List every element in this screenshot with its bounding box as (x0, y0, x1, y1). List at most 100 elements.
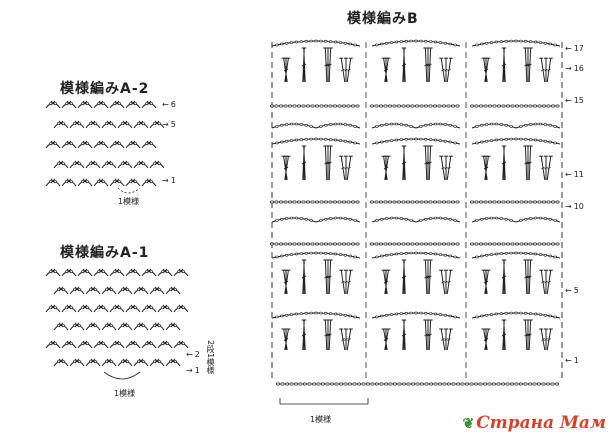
chain-stitch (505, 104, 511, 108)
chain-arc (125, 102, 141, 109)
chain-stitch (428, 312, 433, 315)
single-crochet-stitch (146, 140, 152, 146)
chain-stitch (414, 39, 418, 43)
stitch-cross-bar (347, 338, 351, 341)
chain-stitch (375, 141, 379, 145)
chain-stitch (343, 253, 348, 257)
stitch-cross-bar (528, 333, 532, 337)
chain-stitch (310, 200, 315, 204)
chain-stitch (523, 104, 529, 108)
chain-arc (271, 217, 317, 223)
chain-stitch (350, 242, 356, 246)
chain-stitch (353, 141, 357, 145)
chain-arc (125, 306, 141, 313)
single-crochet-stitch (74, 160, 80, 166)
chain-stitch (480, 217, 484, 221)
stitch-cross-bar (283, 338, 288, 341)
chain-stitch (319, 104, 324, 108)
chain-stitch (453, 315, 457, 319)
chain-stitch (405, 104, 411, 108)
b-repeat-label: 1模様 (310, 415, 332, 424)
chain-arc (415, 123, 461, 129)
chain-stitch (428, 123, 433, 126)
stitch-cross-bar (383, 338, 388, 341)
chain-arc (117, 162, 133, 169)
chain-stitch (325, 382, 330, 386)
chain-arc (315, 217, 361, 223)
chain-stitch (419, 104, 424, 108)
chain-stitch (348, 314, 352, 318)
chain-stitch (324, 123, 328, 127)
chain-arc (45, 270, 61, 277)
chain-stitch (504, 217, 508, 221)
chain-arc (77, 342, 93, 349)
chain-stitch (448, 42, 452, 46)
chain-stitch (505, 200, 511, 204)
chain-stitch (543, 41, 548, 45)
chain-stitch (514, 137, 518, 141)
chain-stitch (309, 251, 313, 255)
chain-stitch (319, 251, 323, 255)
chain-stitch (299, 312, 304, 315)
chain-stitch (555, 104, 560, 108)
chain-stitch (510, 200, 515, 204)
chain-arc (125, 270, 141, 277)
chain-stitch (314, 200, 320, 204)
chain-stitch (338, 216, 343, 220)
chain-stitch (328, 312, 333, 315)
a2-repeat-label: 1模様 (118, 197, 140, 206)
chain-stitch (394, 312, 399, 316)
stitch-cross-bar (347, 280, 351, 284)
stitch-cross-bar (324, 161, 328, 165)
chain-stitch (484, 123, 489, 126)
chain-stitch (394, 216, 399, 220)
chain-arc (109, 142, 125, 149)
chain-stitch (378, 242, 384, 246)
chain-stitch (450, 200, 456, 204)
chain-stitch (524, 137, 528, 141)
chain-arc (93, 102, 109, 109)
chain-stitch (338, 139, 343, 142)
chain-arc (515, 123, 561, 129)
a1-repeat-note: 2段1模様 (206, 340, 215, 375)
chain-arc (149, 162, 165, 169)
chain-arc (93, 270, 109, 277)
chain-stitch (319, 200, 324, 204)
chain-stitch (283, 200, 288, 204)
chain-arc (315, 123, 361, 129)
chain-stitch (484, 253, 489, 257)
chain-stitch (537, 104, 542, 108)
chain-stitch (374, 242, 379, 246)
stitch-cross-bar (383, 166, 388, 170)
chain-stitch (541, 104, 547, 108)
single-crochet-stitch (58, 358, 64, 364)
chain-stitch (324, 217, 328, 221)
chain-stitch (369, 104, 375, 108)
chain-stitch (316, 382, 321, 386)
chain-stitch (419, 242, 424, 246)
chain-stitch (519, 39, 523, 43)
stitch-cross-bar (347, 68, 351, 72)
chain-stitch (423, 200, 429, 204)
chain-arc (149, 288, 165, 295)
chain-arc (53, 288, 69, 295)
chain-stitch (378, 200, 384, 204)
chain-stitch (399, 138, 404, 141)
chart-pattern-a2 (45, 100, 165, 194)
chain-stitch (469, 104, 475, 108)
stitch-cross-bar (526, 63, 530, 67)
chain-stitch (474, 242, 479, 246)
chain-stitch (289, 139, 294, 142)
chain-stitch (487, 104, 493, 108)
chain-arc (45, 142, 61, 149)
chain-stitch (394, 122, 399, 126)
chain-stitch (305, 200, 311, 204)
chain-stitch (389, 313, 394, 316)
chain-stitch (414, 242, 420, 246)
stitch-cross-bar (528, 63, 532, 67)
chain-stitch (448, 314, 452, 318)
chain-stitch (487, 200, 493, 204)
chain-stitch (334, 382, 339, 386)
chain-stitch (404, 251, 408, 255)
chain-stitch (514, 242, 520, 246)
